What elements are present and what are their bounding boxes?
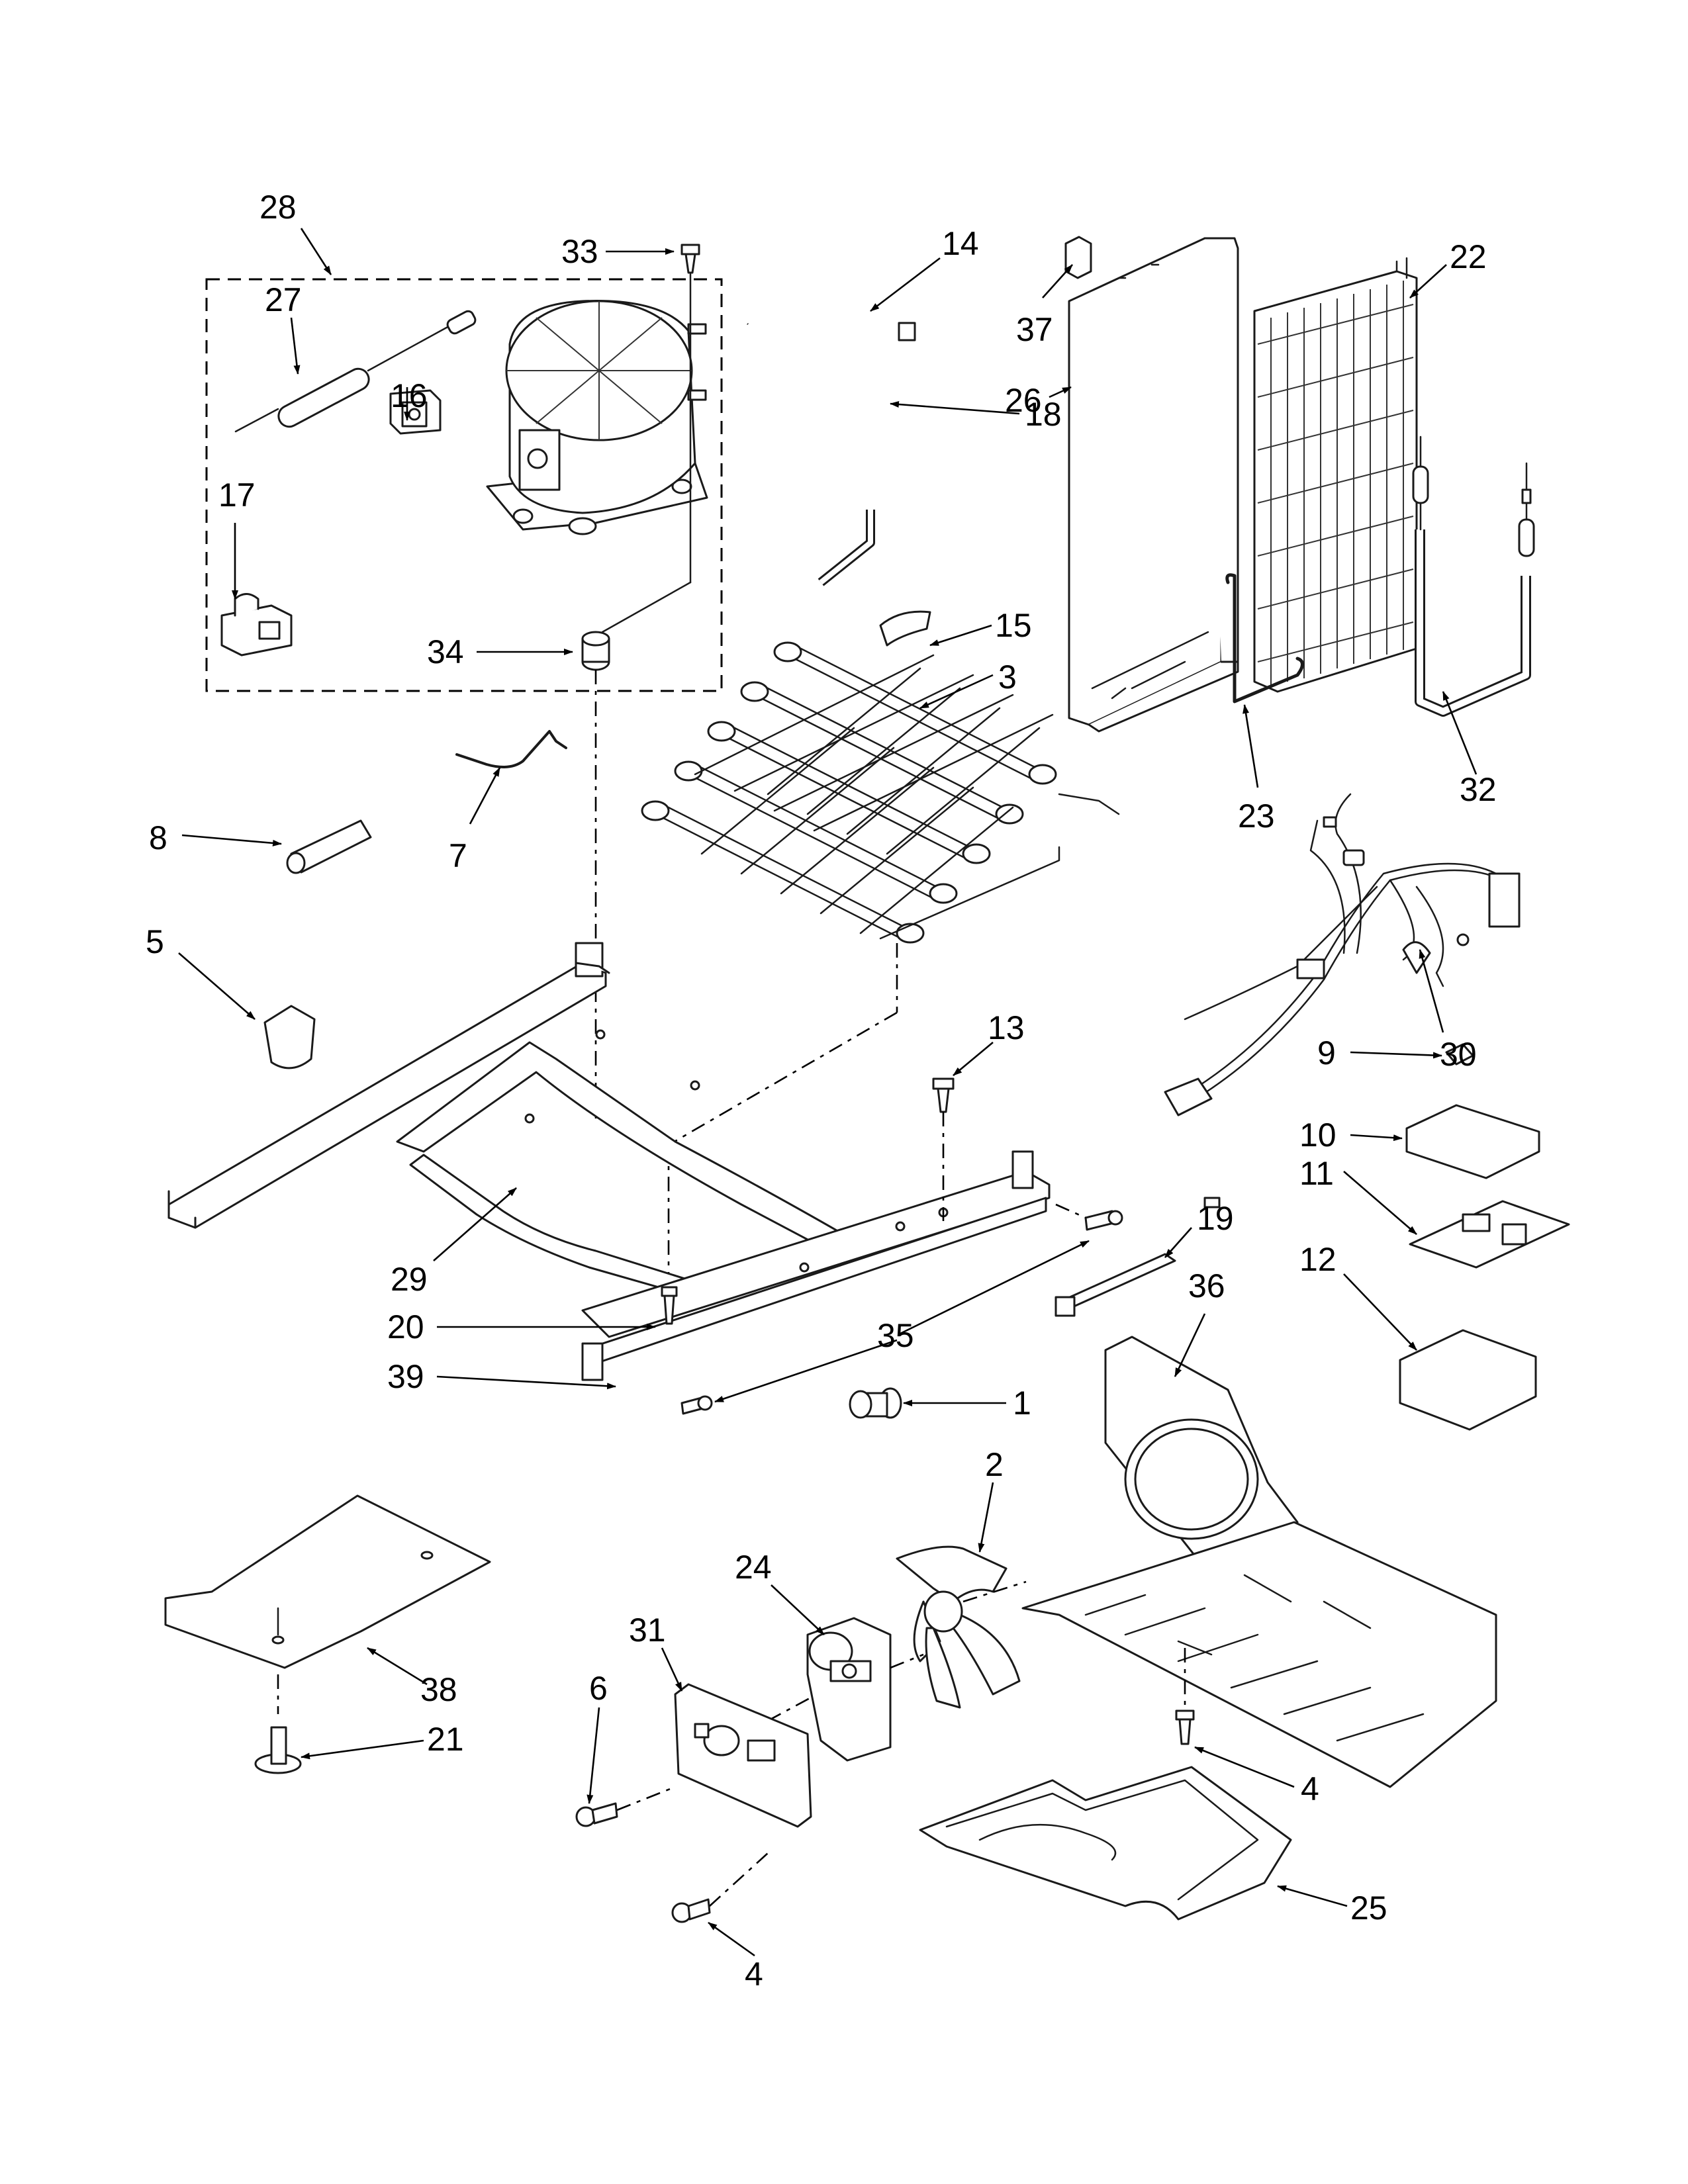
part-drier[interactable] <box>234 309 477 433</box>
callout-4-lower[interactable]: 4 <box>745 1956 763 1993</box>
part-defrost-heater[interactable] <box>641 641 1120 944</box>
part-screw-33[interactable] <box>680 244 700 274</box>
callout-29[interactable]: 29 <box>391 1261 428 1298</box>
callout-28[interactable]: 28 <box>259 189 297 226</box>
callout-30[interactable]: 30 <box>1440 1036 1477 1073</box>
callout-32[interactable]: 32 <box>1460 771 1497 808</box>
part-evaporator[interactable] <box>1253 257 1418 693</box>
callout-24[interactable]: 24 <box>735 1549 772 1586</box>
callout-33[interactable]: 33 <box>561 233 598 270</box>
part-control-cover[interactable] <box>1405 1104 1540 1179</box>
part-tube-18[interactable] <box>818 510 875 586</box>
callout-35[interactable]: 35 <box>877 1317 914 1354</box>
callout-14[interactable]: 14 <box>942 225 979 262</box>
callout-36[interactable]: 36 <box>1188 1267 1225 1304</box>
callout-21[interactable]: 21 <box>427 1721 464 1758</box>
part-compressor[interactable] <box>486 300 708 535</box>
part-insulation-tube[interactable] <box>286 819 372 874</box>
callout-27[interactable]: 27 <box>265 281 302 318</box>
part-screw-20[interactable] <box>661 1286 678 1325</box>
part-grommet[interactable] <box>581 631 610 671</box>
part-clamp[interactable] <box>263 1005 316 1069</box>
callout-26[interactable]: 26 <box>1005 382 1042 419</box>
part-frame-rails[interactable] <box>167 942 1051 1381</box>
callout-31[interactable]: 31 <box>629 1612 666 1649</box>
leader-lines <box>178 228 1477 1957</box>
part-drain-pan[interactable] <box>919 1766 1292 1921</box>
callout-39[interactable]: 39 <box>387 1358 424 1395</box>
part-screw-4b[interactable] <box>671 1852 769 1923</box>
part-cable-tie[interactable] <box>1055 1253 1176 1317</box>
part-fan-bracket[interactable] <box>1021 1336 1497 1788</box>
part-control-housing[interactable] <box>1399 1329 1537 1431</box>
part-motor-bracket[interactable] <box>674 1683 812 1828</box>
callout-18[interactable]: 18 <box>1025 396 1062 433</box>
callout-17[interactable]: 17 <box>218 477 256 514</box>
part-bottom-panel[interactable] <box>164 1494 491 1669</box>
part-wire-7[interactable] <box>455 730 567 768</box>
callout-38[interactable]: 38 <box>420 1671 457 1708</box>
callout-15[interactable]: 15 <box>995 607 1032 644</box>
callout-20[interactable]: 20 <box>387 1308 424 1345</box>
part-evaporator-cover[interactable] <box>1068 237 1239 733</box>
part-leveling-leg[interactable] <box>254 1726 302 1774</box>
callout-2[interactable]: 2 <box>985 1446 1004 1483</box>
part-wire-hanger[interactable] <box>1225 573 1304 704</box>
part-screw-35a[interactable] <box>1084 1210 1123 1231</box>
part-wire-harness[interactable] <box>1164 793 1521 1208</box>
callout-10[interactable]: 10 <box>1299 1116 1336 1154</box>
callout-11[interactable]: 11 <box>1299 1155 1334 1192</box>
callout-34[interactable]: 34 <box>427 633 464 670</box>
part-screw-13[interactable] <box>932 1077 955 1113</box>
part-discharge-tube[interactable] <box>747 323 908 465</box>
callout-16[interactable]: 16 <box>391 377 428 414</box>
part-clip[interactable] <box>879 610 931 647</box>
part-fan-blade[interactable] <box>896 1545 1027 1709</box>
part-plug[interactable] <box>849 1387 902 1419</box>
callout-8[interactable]: 8 <box>149 819 167 856</box>
callout-6[interactable]: 6 <box>589 1670 608 1707</box>
callout-22[interactable]: 22 <box>1450 238 1487 275</box>
part-screw-4a[interactable] <box>1175 1709 1195 1745</box>
callout-1[interactable]: 1 <box>1013 1385 1031 1422</box>
callout-19[interactable]: 19 <box>1197 1200 1234 1237</box>
callout-4-upper[interactable]: 4 <box>1301 1770 1319 1807</box>
part-screw-6[interactable] <box>575 1786 676 1827</box>
callout-3[interactable]: 3 <box>998 659 1017 696</box>
callout-labels: 28 27 33 16 17 34 14 18 15 3 37 26 22 23… <box>146 189 1497 1993</box>
callout-37[interactable]: 37 <box>1016 311 1053 348</box>
compressor-kit-outline <box>205 278 723 692</box>
part-screw-35b[interactable] <box>680 1395 713 1415</box>
part-small-clip[interactable] <box>1445 1043 1474 1066</box>
callout-13[interactable]: 13 <box>988 1009 1025 1046</box>
callout-5[interactable]: 5 <box>146 923 164 960</box>
part-tube-assembly[interactable] <box>1412 435 1535 717</box>
callout-9[interactable]: 9 <box>1317 1034 1336 1071</box>
part-overload[interactable] <box>220 593 293 657</box>
callout-12[interactable]: 12 <box>1299 1241 1336 1278</box>
part-fan-motor[interactable] <box>806 1617 924 1762</box>
part-foam-pad[interactable] <box>1064 236 1092 279</box>
callout-25[interactable]: 25 <box>1350 1889 1387 1927</box>
callout-7[interactable]: 7 <box>449 837 467 874</box>
callout-23[interactable]: 23 <box>1238 797 1275 835</box>
part-control-board[interactable] <box>1409 1200 1570 1269</box>
